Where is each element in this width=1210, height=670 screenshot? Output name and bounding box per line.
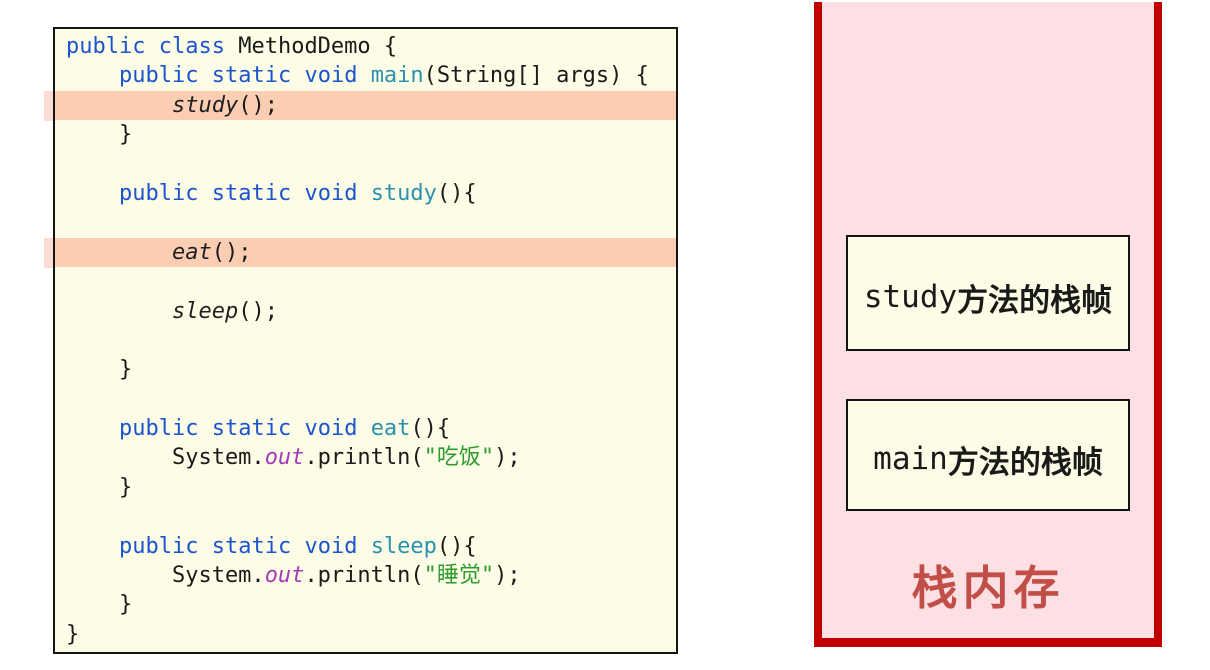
code-token: [357, 181, 370, 206]
code-line: [55, 267, 676, 296]
code-token: [357, 416, 370, 441]
code-lines: public class MethodDemo { public static …: [55, 32, 676, 649]
code-token: [66, 299, 172, 324]
code-token: System.: [66, 563, 265, 589]
code-token: void: [304, 416, 358, 442]
code-token: static: [211, 180, 292, 206]
code-line: public static void sleep(){: [55, 532, 676, 561]
code-line: public static void study(){: [55, 179, 676, 208]
code-line: public class MethodDemo {: [55, 32, 676, 61]
code-token: public: [66, 34, 146, 59]
code-token: [357, 63, 370, 88]
code-token: [66, 416, 119, 441]
code-line: [55, 385, 676, 414]
code-line-highlighted: eat();: [55, 237, 676, 268]
code-token: [291, 416, 304, 441]
code-token: }: [66, 474, 133, 500]
code-line: public static void main(String[] args) {: [55, 61, 676, 90]
code-token: [66, 534, 119, 559]
frame-method-name: main: [873, 441, 948, 477]
code-token: .println(: [304, 563, 424, 589]
highlight-tab: [44, 90, 54, 121]
code-token: public: [118, 533, 199, 559]
code-token: sleep: [370, 533, 437, 559]
code-token: }: [66, 592, 133, 618]
code-line: System.out.println("吃饭");: [55, 443, 676, 472]
code-token: study: [171, 92, 239, 118]
code-token: }: [66, 357, 133, 383]
code-line: }: [55, 473, 676, 502]
code-line-highlighted: study();: [55, 90, 676, 121]
code-token: void: [304, 533, 358, 559]
code-token: "睡觉": [423, 563, 495, 589]
code-token: [198, 63, 211, 88]
code-token: (){: [436, 180, 477, 206]
code-line: }: [55, 620, 676, 649]
code-token: out: [264, 563, 305, 589]
code-token: [198, 181, 211, 206]
code-line: [55, 326, 676, 355]
code-token: ();: [238, 298, 278, 324]
code-token: );: [494, 445, 521, 471]
code-token: public: [118, 180, 199, 206]
code-token: [198, 534, 211, 559]
frame-method-name: study: [863, 279, 958, 315]
code-token: }: [66, 122, 133, 148]
code-token: static: [211, 416, 292, 442]
code-token: static: [211, 533, 292, 559]
code-line: }: [55, 355, 676, 384]
code-token: void: [304, 63, 358, 89]
code-box: public class MethodDemo { public static …: [53, 27, 678, 654]
code-token: (){: [410, 416, 451, 442]
code-line: [55, 208, 676, 237]
code-line: [55, 502, 676, 531]
code-token: [357, 534, 370, 559]
code-token: [291, 534, 304, 559]
code-token: (){: [436, 533, 477, 559]
code-token: }: [66, 621, 80, 647]
code-token: [66, 181, 119, 206]
frame-suffix-text: 方法的栈帧: [947, 444, 1103, 481]
frame-suffix-text: 方法的栈帧: [957, 282, 1113, 319]
code-line: }: [55, 120, 676, 149]
code-line: public static void eat(){: [55, 414, 676, 443]
code-token: study: [370, 180, 437, 206]
code-token: public: [118, 63, 199, 89]
code-token: [66, 93, 172, 118]
code-token: .println(: [304, 445, 424, 471]
code-line: }: [55, 590, 676, 619]
code-token: [291, 181, 304, 206]
code-token: main: [370, 63, 424, 89]
code-token: "吃饭": [423, 445, 495, 471]
code-token: [66, 63, 119, 88]
code-line: System.out.println("睡觉");: [55, 561, 676, 590]
code-token: class: [158, 34, 225, 59]
code-token: void: [304, 180, 358, 206]
code-token: );: [494, 563, 521, 589]
code-token: [66, 240, 172, 265]
highlight-tab: [44, 237, 54, 268]
stack-memory-label: 栈内存: [911, 561, 1065, 615]
code-token: sleep: [171, 298, 239, 324]
code-token: [291, 63, 304, 88]
code-token: ();: [238, 92, 278, 118]
code-token: public: [118, 416, 199, 442]
code-line: [55, 150, 676, 179]
code-token: MethodDemo {: [224, 34, 398, 59]
code-token: eat: [171, 239, 212, 265]
code-token: eat: [370, 416, 411, 442]
code-token: ();: [211, 239, 252, 265]
code-token: [198, 416, 211, 441]
code-token: out: [264, 445, 305, 471]
code-token: static: [211, 63, 292, 89]
code-token: (String[] args) {: [423, 63, 649, 89]
code-token: System.: [66, 445, 265, 471]
code-line: sleep();: [55, 297, 676, 326]
code-token: [145, 34, 158, 59]
